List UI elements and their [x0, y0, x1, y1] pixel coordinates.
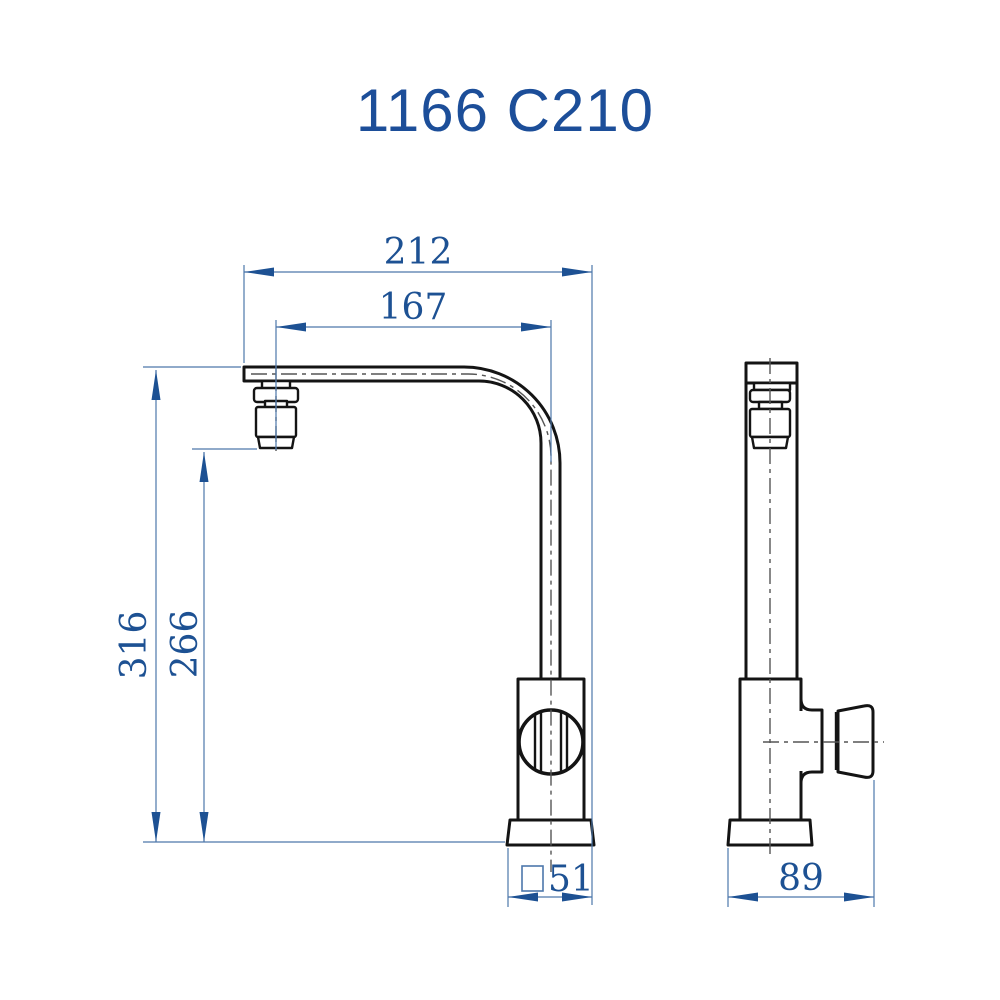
- dimension-overall-height: 316: [114, 366, 505, 843]
- dimension-spout-reach: 167: [275, 287, 552, 462]
- dimension-label-outlet-height: 266: [165, 610, 206, 679]
- arrow-right-icon: [562, 892, 592, 902]
- handle-side: [799, 697, 875, 785]
- dimension-label-overall-reach: 212: [384, 232, 453, 273]
- front-view: [242, 365, 596, 872]
- spout-centerline: [251, 373, 552, 872]
- dimension-label-overall-height: 316: [114, 611, 155, 680]
- arrow-up-icon: [199, 452, 209, 482]
- arrow-left-icon: [508, 892, 538, 902]
- dimension-label-base-width: 51: [548, 859, 594, 900]
- side-view: [726, 358, 884, 858]
- arrow-right-icon: [844, 892, 874, 902]
- spout-outline: [242, 365, 562, 681]
- dimension-label-base-depth: 89: [778, 858, 824, 899]
- arrow-right-icon: [521, 322, 551, 332]
- dimension-outlet-height: 266: [165, 448, 257, 842]
- arrow-down-icon: [151, 812, 161, 842]
- arrow-left-icon: [728, 892, 758, 902]
- square-symbol: [521, 865, 544, 892]
- dimension-base-width: 51: [507, 848, 594, 907]
- dimensions: 212 167 316: [114, 232, 875, 907]
- dimension-overall-reach: 212: [243, 232, 593, 905]
- arrow-down-icon: [199, 812, 209, 842]
- dimension-base-depth: 89: [727, 780, 875, 907]
- dimension-label-spout-reach: 167: [379, 287, 448, 328]
- arrow-left-icon: [244, 267, 274, 277]
- spout-end-side: [744, 361, 799, 385]
- arrow-up-icon: [151, 370, 161, 400]
- arrow-right-icon: [562, 267, 592, 277]
- arrow-left-icon: [276, 322, 306, 332]
- drawing-title: 1166 C210: [355, 77, 655, 144]
